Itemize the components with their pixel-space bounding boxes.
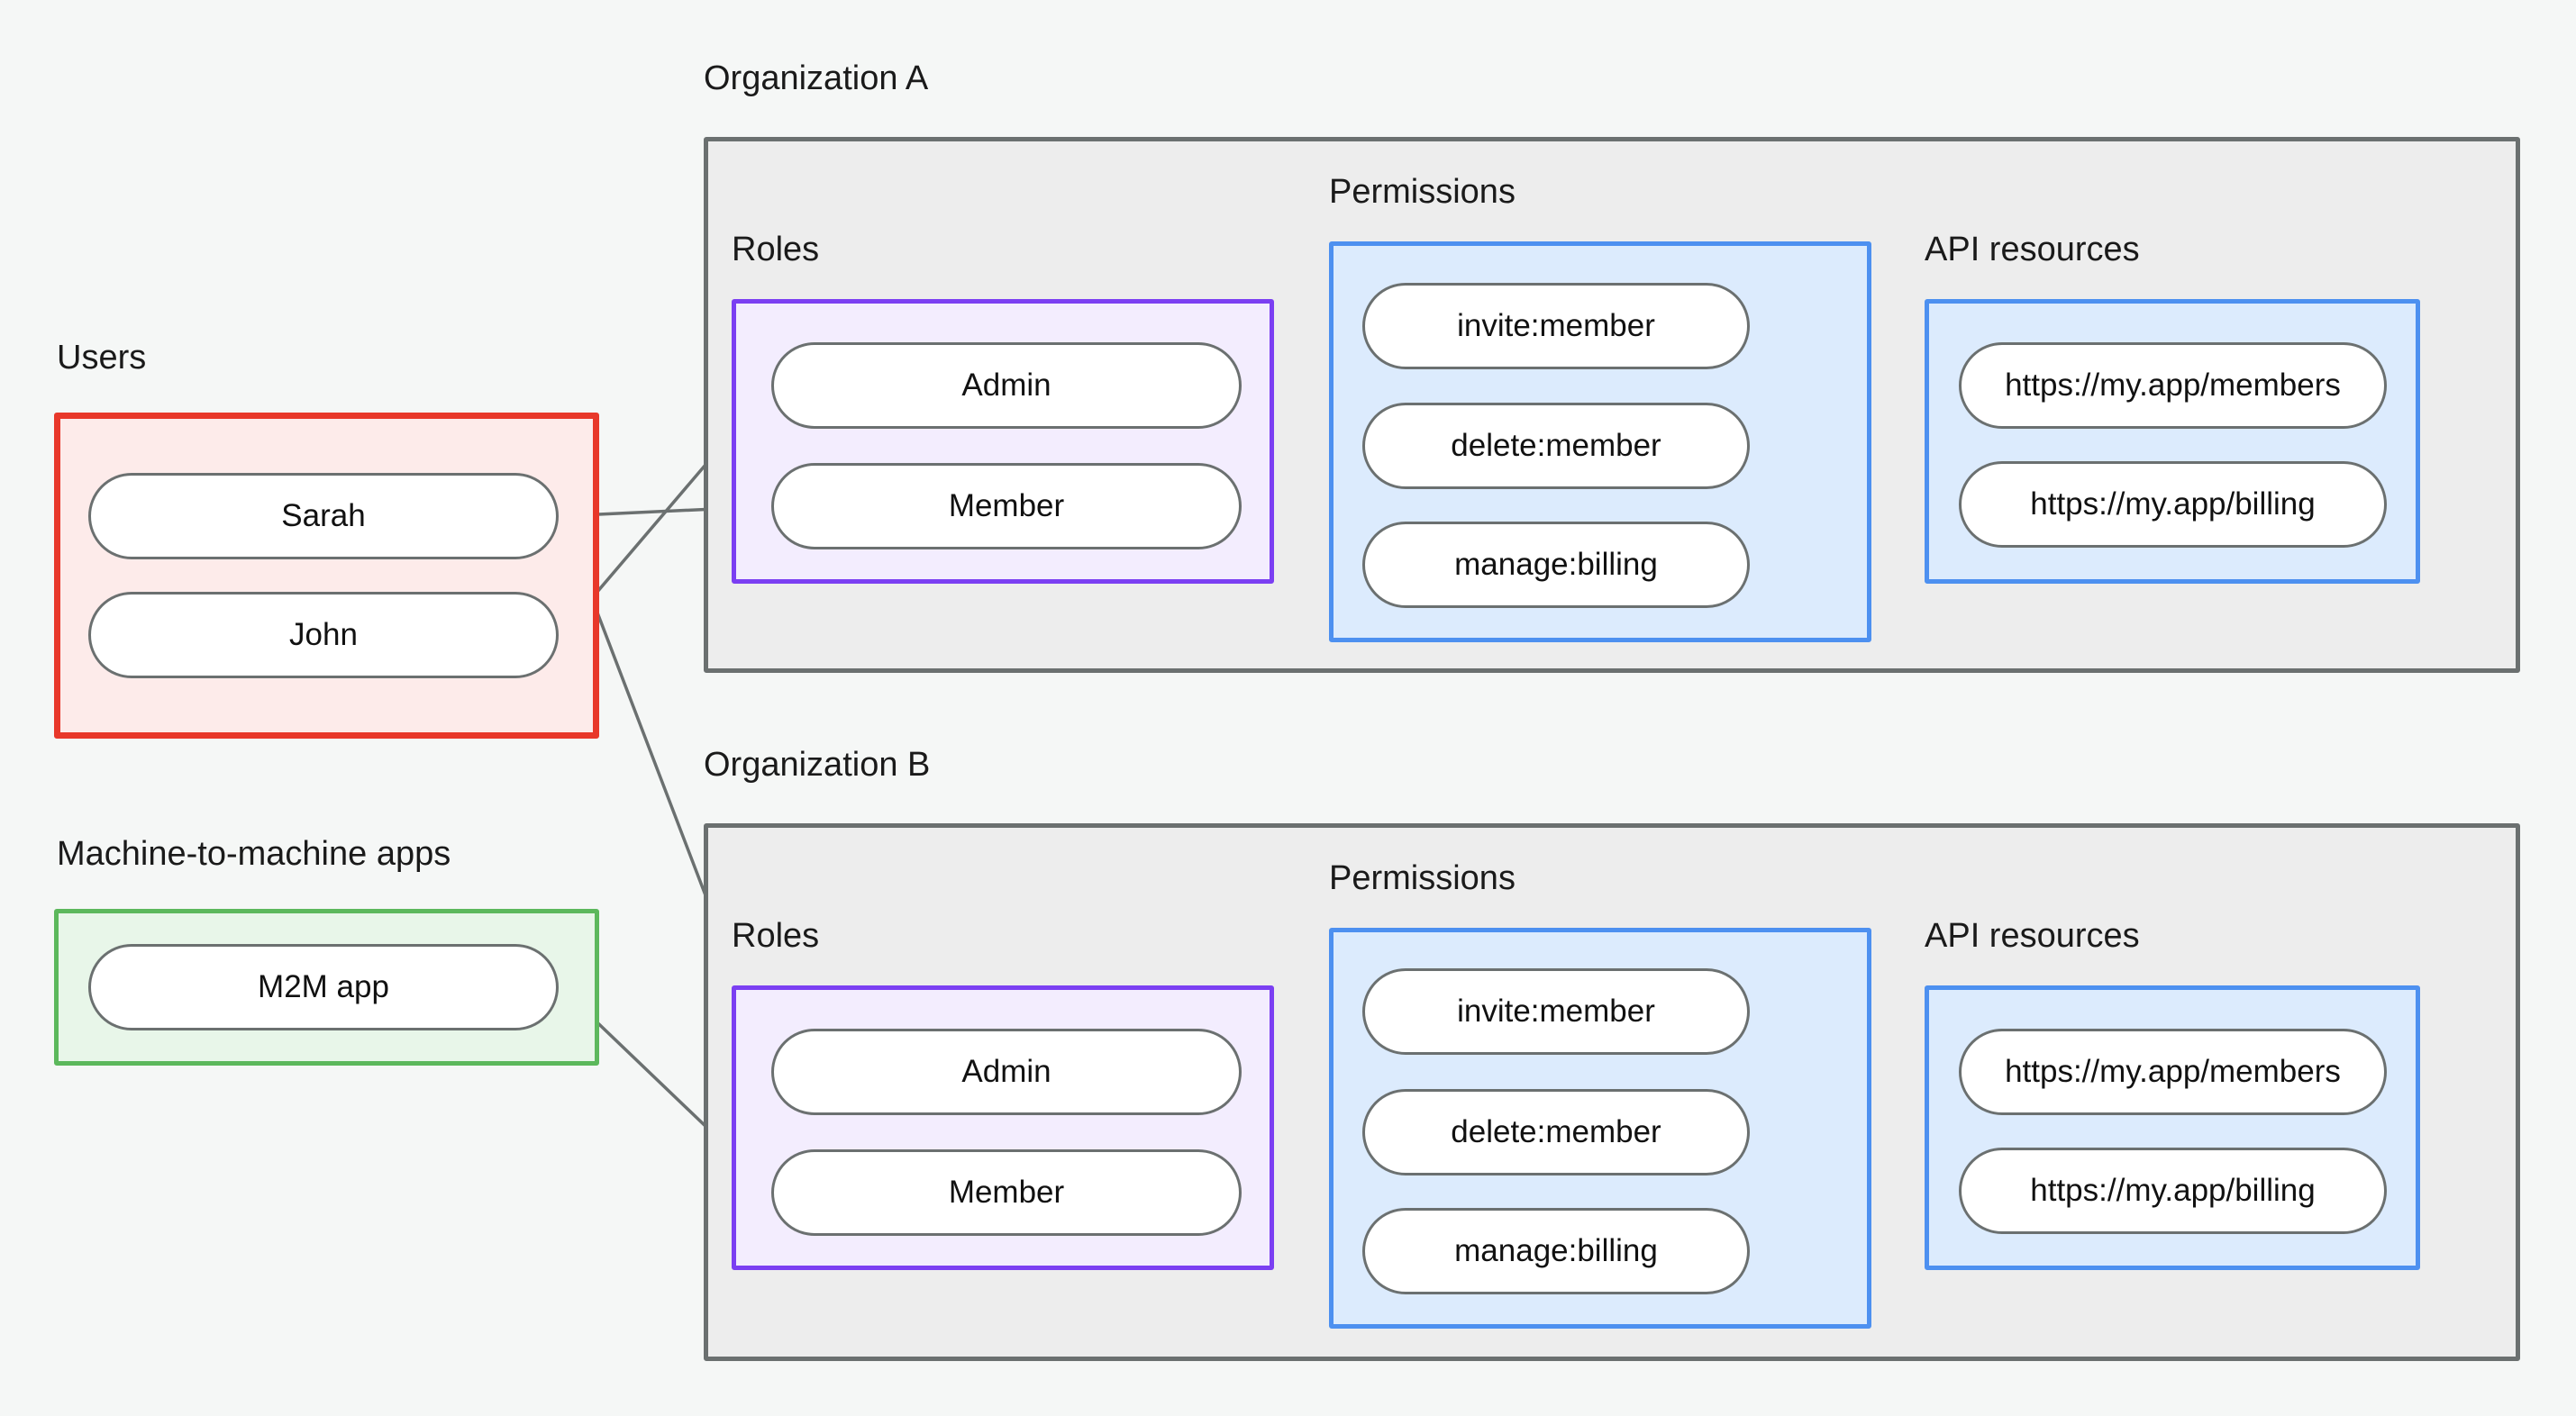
org-b-permissions-label: Permissions (1329, 859, 1516, 897)
org-b-roles-label: Roles (732, 917, 820, 955)
users-group-box (54, 413, 599, 739)
org-b-role-admin[interactable]: Admin (771, 1029, 1242, 1115)
org-b-permission-invite-member[interactable]: invite:member (1362, 968, 1750, 1055)
org-b-api-resources-label: API resources (1925, 917, 2140, 955)
org-a-permissions-label: Permissions (1329, 173, 1516, 211)
org-b-permission-manage-billing[interactable]: manage:billing (1362, 1208, 1750, 1294)
m2m-node-app[interactable]: M2M app (88, 944, 559, 1030)
org-a-permission-manage-billing[interactable]: manage:billing (1362, 522, 1750, 608)
user-node-sarah[interactable]: Sarah (88, 473, 559, 559)
org-a-label: Organization A (704, 59, 929, 97)
org-a-permission-delete-member[interactable]: delete:member (1362, 403, 1750, 489)
users-group-label: Users (57, 339, 147, 377)
org-a-api-resource-billing[interactable]: https://my.app/billing (1959, 461, 2387, 548)
org-a-permission-invite-member[interactable]: invite:member (1362, 283, 1750, 369)
org-b-role-member[interactable]: Member (771, 1149, 1242, 1236)
org-a-api-resources-label: API resources (1925, 231, 2140, 268)
org-b-api-resource-members[interactable]: https://my.app/members (1959, 1029, 2387, 1115)
org-a-role-member[interactable]: Member (771, 463, 1242, 549)
m2m-group-label: Machine-to-machine apps (57, 835, 451, 873)
org-a-role-admin[interactable]: Admin (771, 342, 1242, 429)
org-b-label: Organization B (704, 746, 931, 784)
org-b-api-resource-billing[interactable]: https://my.app/billing (1959, 1148, 2387, 1234)
user-node-john[interactable]: John (88, 592, 559, 678)
org-b-permission-delete-member[interactable]: delete:member (1362, 1089, 1750, 1175)
org-a-roles-label: Roles (732, 231, 820, 268)
org-a-api-resource-members[interactable]: https://my.app/members (1959, 342, 2387, 429)
